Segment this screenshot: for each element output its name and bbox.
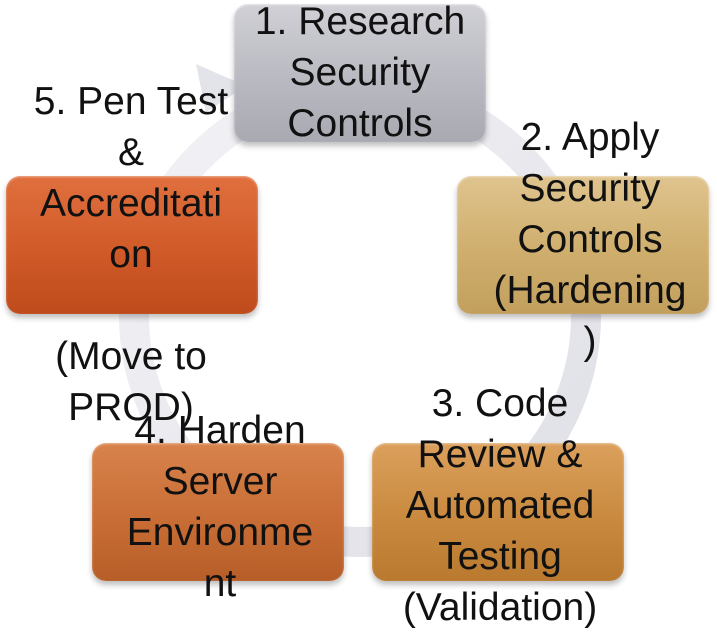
step-1-box [234,4,486,142]
step-2-label: 2. Apply Security Controls (Hardening ) [493,116,687,363]
step-5-box [6,176,258,314]
step-3-box [372,443,624,581]
cycle-arrowhead [196,64,246,112]
step-3-label: 3. Code Review & Automated Testing (Vali… [402,382,598,629]
step-4-box [92,443,344,581]
step-5-label: 5. Pen Test & Accreditati on (Move to PR… [33,80,229,429]
step-4-label: 4. Harden Server Environme nt [126,409,314,605]
step-2-box [457,176,709,314]
step-1-label: 1. Research Security Controls [254,0,466,145]
